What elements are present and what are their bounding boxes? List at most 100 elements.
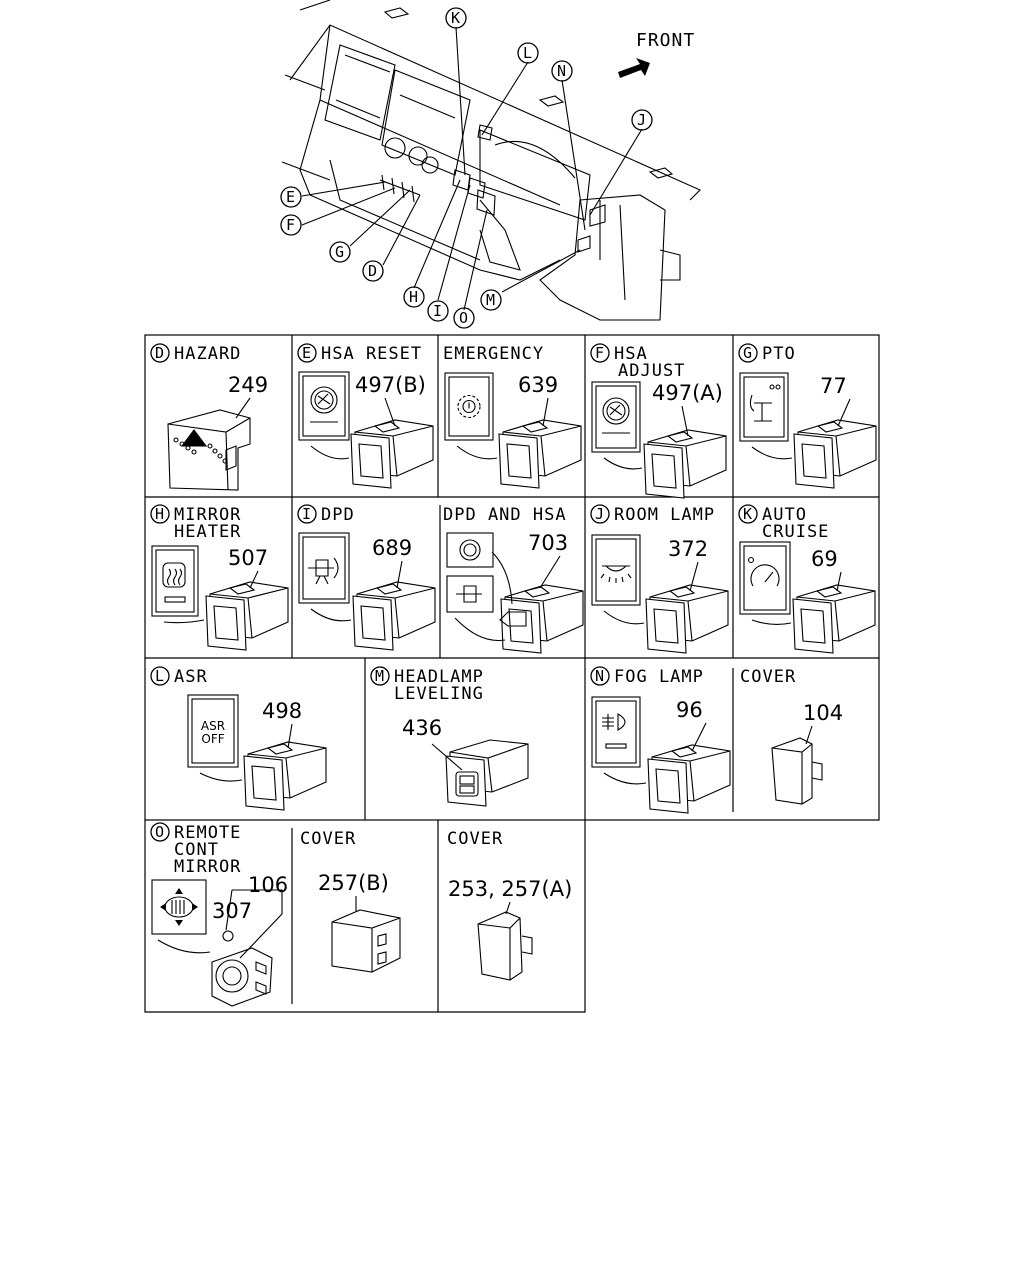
part-number: 96 [676,698,703,722]
cell-title-line: LEVELING [394,684,484,704]
part-number: 253, 257(A) [448,877,572,901]
cell-callout-o: O [150,822,170,842]
cell-title-line: COVER [300,829,356,849]
svg-text:M: M [375,667,385,685]
cell-title-line: AUTO [762,505,807,525]
switch-module [793,419,877,489]
cell-title-line: ADJUST [618,361,685,381]
part-number: 436 [402,716,442,740]
callout-n: N [551,60,573,82]
cell-title-line: DPD [321,505,355,525]
hsa-switch-face-icon [298,371,350,441]
part-number: 372 [668,537,708,561]
svg-text:L: L [155,667,165,685]
gear-switch-face-icon [444,372,494,441]
cell-title-line: ROOM LAMP [614,505,715,525]
cell-callout-m: M [370,666,390,686]
part-number: 507 [228,546,268,570]
lamp-switch-face-icon [591,534,641,606]
cell-title-line: COVER [447,829,503,849]
switch-module [643,429,727,499]
svg-text:OFF: OFF [201,732,224,746]
cell-title-line: FOG LAMP [614,667,704,687]
cell-title-line: EMERGENCY [443,344,544,364]
part-number: 69 [811,547,838,571]
callout-h: H [403,286,425,308]
cell-callout-k: K [738,504,758,524]
svg-text:L: L [523,44,533,62]
svg-text:D: D [368,262,378,280]
cell-title-line: CONT [174,840,219,860]
fog-switch-face-icon [591,696,641,768]
cell-title-line: CRUISE [762,522,829,542]
svg-text:O: O [459,309,469,327]
callout-d: D [362,260,384,282]
svg-text:I: I [433,302,443,320]
switch-module [352,581,436,651]
cell-callout-d: D [150,343,170,363]
svg-text:G: G [335,243,345,261]
part-number-secondary: 307 [212,899,252,923]
blank-cover-icon [477,911,533,981]
part-number: 106 [248,873,288,897]
part-cell-i: I DPD 689 [297,504,436,651]
cell-callout-i: I [297,504,317,524]
blank-cover-icon [331,909,401,973]
cell-callout-n: N [590,666,610,686]
cruise-switch-face-icon [739,541,791,615]
callout-k: K [445,7,467,29]
part-number: 498 [262,699,302,723]
svg-text:M: M [486,291,496,309]
cell-title-line: HEATER [174,522,241,542]
svg-text:E: E [302,344,312,362]
part-number: 104 [803,701,843,725]
switch-module [645,584,729,654]
cell-title-line: MIRROR [174,505,241,525]
hazard-switch-icon [167,409,251,491]
part-number: 77 [820,374,847,398]
callout-g: G [329,241,351,263]
remote-mirror-switch-face-icon [151,879,207,935]
part-number: 689 [372,536,412,560]
cell-title-line: HAZARD [174,344,241,364]
blank-cover-icon [771,737,823,805]
cell-callout-g: G [738,343,758,363]
cell-callout-e: E [297,343,317,363]
part-number: 497(B) [355,373,426,397]
svg-text:ASR: ASR [201,719,225,733]
part-number: 639 [518,373,558,397]
front-label: FRONT [636,30,695,51]
cell-callout-j: J [590,504,610,524]
cell-callout-h: H [150,504,170,524]
cell-title-line: PTO [762,344,796,364]
mirror-switch-face-icon [151,545,199,617]
callout-m: M [480,289,502,311]
hsa-switch-face-icon [591,381,641,453]
switch-module [792,584,876,654]
callout-l: L [517,42,539,64]
cell-title-line: COVER [740,667,796,687]
switch-module [647,744,731,814]
svg-text:J: J [637,111,647,129]
part-cell-emg: EMERGENCY 639 [443,344,582,489]
part-number: 249 [228,373,268,397]
svg-text:N: N [557,62,567,80]
svg-text:F: F [286,216,296,234]
cell-title-line: HEADLAMP [394,667,484,687]
part-cell-c3: COVER 253, 257(A) [447,829,572,981]
switch-module [498,419,582,489]
svg-text:I: I [302,505,312,523]
